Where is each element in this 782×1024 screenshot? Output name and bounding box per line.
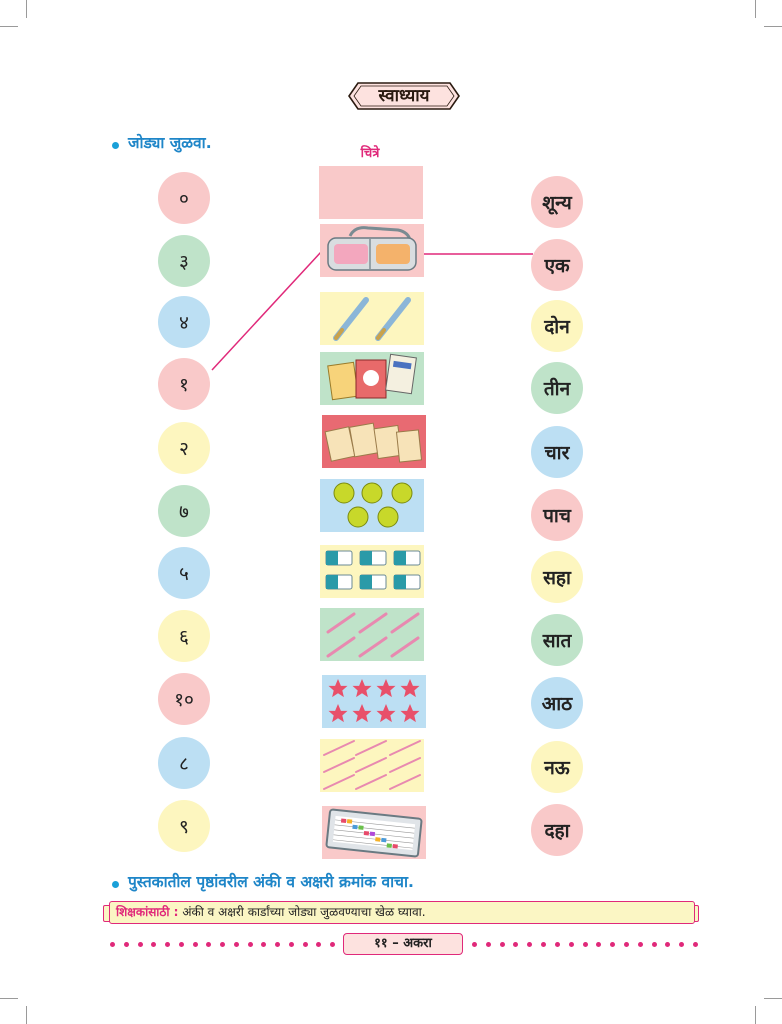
teacher-note-label: शिक्षकांसाठी :	[116, 905, 179, 919]
number-circle-8[interactable]: ८	[158, 737, 210, 789]
word-circle-don[interactable]: दोन	[531, 300, 583, 352]
bullet	[112, 881, 119, 888]
balls-icon[interactable]	[320, 479, 424, 532]
empty-box-icon[interactable]	[319, 166, 423, 219]
number-circle-4[interactable]: ४	[158, 296, 210, 348]
word-circle-daha[interactable]: दहा	[531, 804, 583, 856]
word-circle-aath[interactable]: आठ	[531, 677, 583, 729]
straws-icon[interactable]	[320, 739, 424, 792]
stars-icon[interactable]	[322, 675, 426, 728]
word-circle-teen[interactable]: तीन	[531, 362, 583, 414]
number-circle-5[interactable]: ५	[158, 547, 210, 599]
crop-mark	[755, 0, 756, 18]
number-circle-1[interactable]: १	[158, 358, 210, 410]
crop-mark	[26, 0, 27, 18]
title-banner: स्वाध्याय	[348, 82, 460, 110]
word-circle-ek[interactable]: एक	[531, 239, 583, 291]
crop-mark	[764, 26, 782, 27]
word-circle-char[interactable]: चार	[531, 426, 583, 478]
word-circle-saat[interactable]: सात	[531, 614, 583, 666]
word-circle-saha[interactable]: सहा	[531, 551, 583, 603]
abacus-icon[interactable]	[322, 806, 426, 859]
word-circle-shunya[interactable]: शून्य	[531, 176, 583, 228]
number-circle-9[interactable]: ९	[158, 800, 210, 852]
page-title: स्वाध्याय	[378, 86, 430, 106]
pencils-icon[interactable]	[320, 608, 424, 661]
number-circle-10[interactable]: १०	[158, 673, 210, 725]
erasers-icon[interactable]	[320, 545, 424, 598]
footer-dots-right	[472, 942, 698, 948]
books-icon[interactable]	[320, 352, 424, 405]
teacher-note-text: अंकी व अक्षरी कार्डांच्या जोड्या जुळवण्य…	[182, 905, 426, 919]
bullet	[112, 142, 119, 149]
number-circle-7[interactable]: ७	[158, 485, 210, 537]
crop-mark	[755, 1006, 756, 1024]
instruction-read-page-numbers: पुस्तकातील पृष्ठांवरील अंकी व अक्षरी क्र…	[128, 873, 414, 891]
number-circle-6[interactable]: ६	[158, 610, 210, 662]
crop-mark	[26, 1006, 27, 1024]
footer-dots-left	[110, 942, 335, 948]
number-circle-0[interactable]: ०	[158, 172, 210, 224]
number-circle-2[interactable]: २	[158, 422, 210, 474]
crop-mark	[0, 998, 18, 999]
match-line-number	[211, 251, 322, 371]
pens-icon[interactable]	[320, 292, 424, 345]
page-number: ११ – अकरा	[343, 933, 463, 955]
word-circle-pach[interactable]: पाच	[531, 489, 583, 541]
envelopes-icon[interactable]	[322, 415, 426, 468]
pictures-column-heading: चित्रे	[360, 146, 380, 161]
number-circle-3[interactable]: ३	[158, 235, 210, 287]
teacher-note: शिक्षकांसाठी : अंकी व अक्षरी कार्डांच्या…	[109, 901, 695, 924]
bag-icon[interactable]	[320, 224, 424, 277]
crop-mark	[764, 998, 782, 999]
instruction-match-pairs: जोड्या जुळवा.	[128, 134, 212, 152]
word-circle-nau[interactable]: नऊ	[531, 741, 583, 793]
crop-mark	[0, 26, 18, 27]
